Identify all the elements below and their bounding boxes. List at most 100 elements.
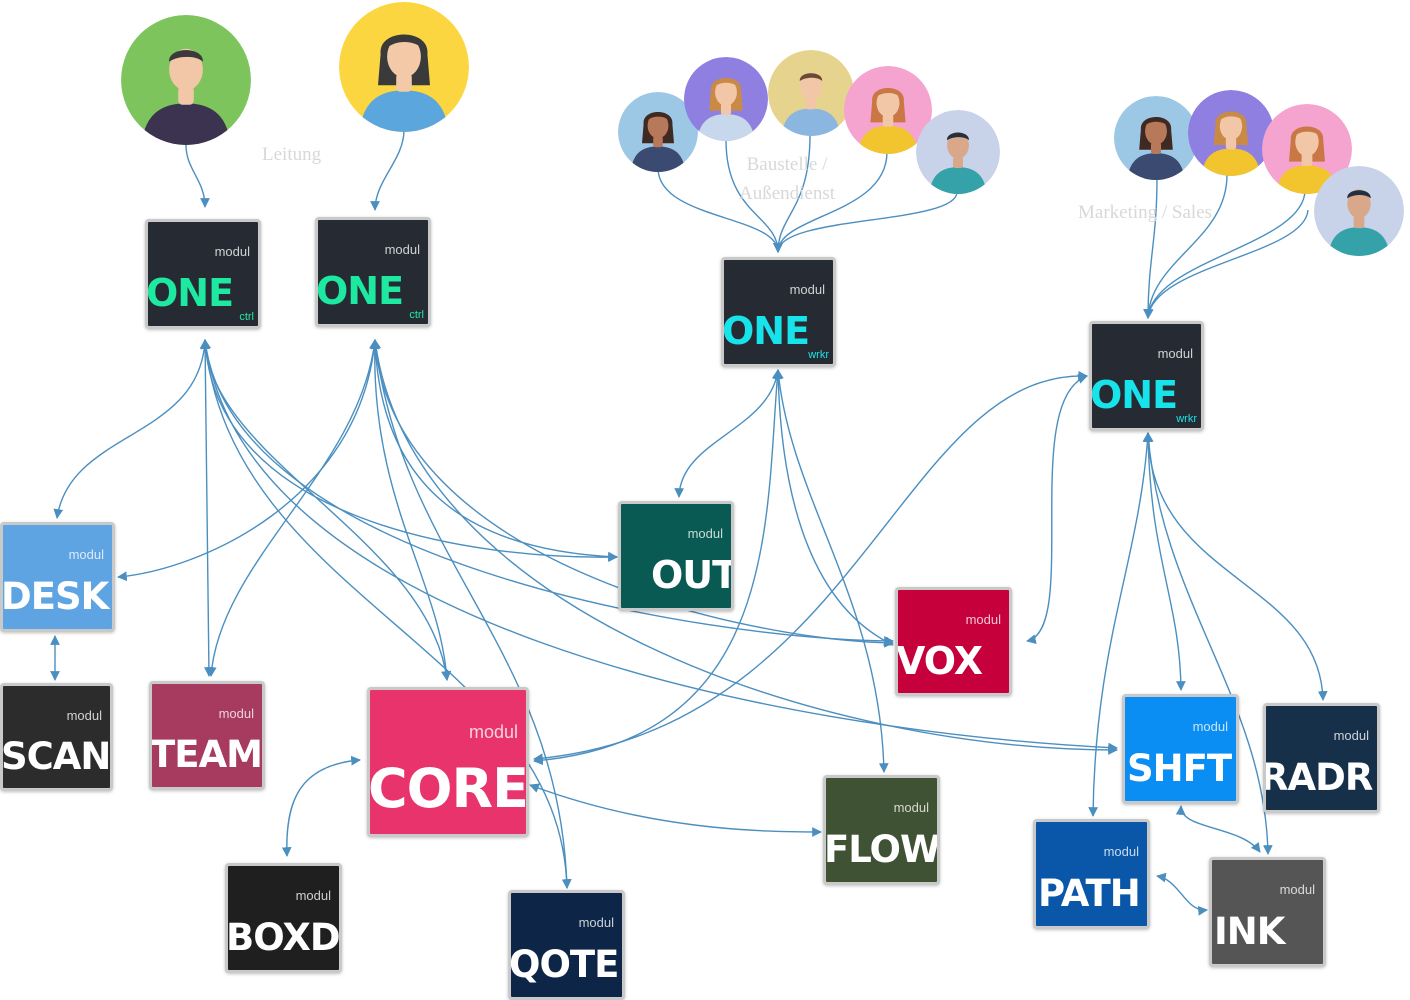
edge — [773, 369, 894, 646]
module-name: ONE — [722, 309, 810, 353]
avatar-worker-5 — [916, 110, 1000, 194]
module-path[interactable]: modul PATH — [1033, 819, 1150, 929]
module-tag: modul — [1333, 728, 1369, 743]
edge — [533, 370, 1088, 764]
edge — [200, 339, 451, 681]
module-name: TEAM — [150, 733, 262, 776]
avatar-worker-4 — [844, 66, 932, 154]
avatar-worker-2 — [684, 57, 768, 141]
module-radr[interactable]: modul RADR — [1263, 703, 1380, 813]
avatar-illustration — [768, 50, 854, 136]
edge — [281, 755, 361, 857]
module-name: BOXD — [226, 916, 340, 959]
module-name: OUT — [651, 553, 734, 597]
group-label-leitung: Leitung — [262, 144, 322, 165]
module-tag: modul — [214, 244, 250, 259]
edge — [773, 151, 888, 253]
module-one-ctrl-leitung-1[interactable]: modul ONE ctrl — [145, 219, 261, 329]
avatar-illustration — [916, 110, 1000, 194]
avatar-illustration — [1188, 90, 1274, 176]
module-tag: modul — [295, 888, 331, 903]
edge — [117, 339, 380, 582]
module-name: ONE — [146, 271, 234, 315]
edge — [370, 129, 405, 211]
edge — [1143, 432, 1273, 855]
edge — [657, 167, 783, 253]
module-out[interactable]: modul OUT — [618, 501, 734, 611]
edge — [206, 339, 379, 677]
avatar-worker-1 — [618, 92, 698, 172]
avatar-illustration — [684, 57, 768, 141]
module-name: SCAN — [1, 735, 111, 778]
module-tag: modul — [789, 282, 825, 297]
avatar-sales-4 — [1314, 166, 1404, 256]
module-tag: modul — [578, 915, 614, 930]
edge — [773, 134, 811, 253]
edge — [773, 191, 958, 253]
edge — [185, 144, 210, 208]
module-ink[interactable]: modul INK — [1209, 857, 1326, 967]
module-tag: modul — [893, 800, 929, 815]
module-name: PATH — [1038, 872, 1141, 915]
module-team[interactable]: modul TEAM — [149, 681, 265, 790]
module-name: VOX — [896, 639, 983, 683]
module-tag: modul — [384, 242, 420, 257]
module-name: SHFT — [1127, 747, 1232, 790]
edge — [200, 339, 214, 677]
module-one-wrkr-marketing[interactable]: modul ONE wrkr — [1089, 321, 1204, 431]
avatar-worker-3 — [768, 50, 854, 136]
avatar-sales-1 — [1114, 96, 1198, 180]
group-label-marketing: Marketing / Sales — [1078, 202, 1213, 223]
module-name: RADR — [1263, 756, 1373, 799]
edge — [1143, 432, 1328, 701]
avatar-sales-2 — [1188, 90, 1274, 176]
module-name: FLOW — [824, 828, 940, 871]
avatar-illustration — [618, 92, 698, 172]
edge — [1026, 374, 1088, 644]
edge — [529, 783, 822, 837]
avatar-illustration — [339, 2, 469, 132]
module-vox[interactable]: modul VOX — [895, 587, 1012, 696]
module-name: DESK — [1, 575, 109, 618]
module-tag: modul — [68, 547, 104, 562]
edge — [1156, 872, 1208, 916]
edge — [53, 339, 210, 519]
module-name: ONE — [1090, 373, 1178, 417]
module-qote[interactable]: modul QOTE — [508, 890, 625, 1000]
module-tag: modul — [965, 612, 1001, 627]
module-tag: modul — [1192, 719, 1228, 734]
edge — [1088, 432, 1153, 817]
module-name: INK — [1214, 910, 1285, 953]
module-one-wrkr-baustelle[interactable]: modul ONE wrkr — [721, 257, 836, 367]
module-tag: modul — [1103, 844, 1139, 859]
module-sub: ctrl — [409, 309, 424, 321]
module-desk[interactable]: modul DESK — [0, 522, 115, 632]
module-tag: modul — [1279, 882, 1315, 897]
module-tag: modul — [66, 708, 102, 723]
module-name: QOTE — [509, 943, 619, 986]
module-scan[interactable]: modul SCAN — [0, 683, 113, 791]
edge — [1143, 174, 1228, 319]
edge — [674, 369, 782, 498]
edge — [1175, 805, 1261, 853]
module-boxd[interactable]: modul BOXD — [225, 863, 342, 973]
avatar-illustration — [121, 15, 251, 145]
edge — [1143, 189, 1306, 319]
group-label-baustelle: Baustelle / Außendienst — [712, 150, 862, 208]
module-flow[interactable]: modul FLOW — [823, 775, 940, 885]
avatar-illustration — [1314, 166, 1404, 256]
edge — [1143, 209, 1309, 319]
avatar-woman-ponytail — [339, 2, 469, 132]
module-tag: modul — [218, 706, 254, 721]
module-core[interactable]: modul CORE — [367, 687, 529, 837]
module-sub: ctrl — [239, 311, 254, 323]
avatar-man-suit — [121, 15, 251, 145]
module-one-ctrl-leitung-2[interactable]: modul ONE ctrl — [315, 217, 431, 327]
edge — [725, 139, 783, 253]
avatar-illustration — [1114, 96, 1198, 180]
edge — [1143, 177, 1158, 319]
module-shft[interactable]: modul SHFT — [1122, 694, 1239, 804]
group-label-baustelle-line1: Baustelle / — [746, 154, 828, 175]
module-tag: modul — [1157, 346, 1193, 361]
